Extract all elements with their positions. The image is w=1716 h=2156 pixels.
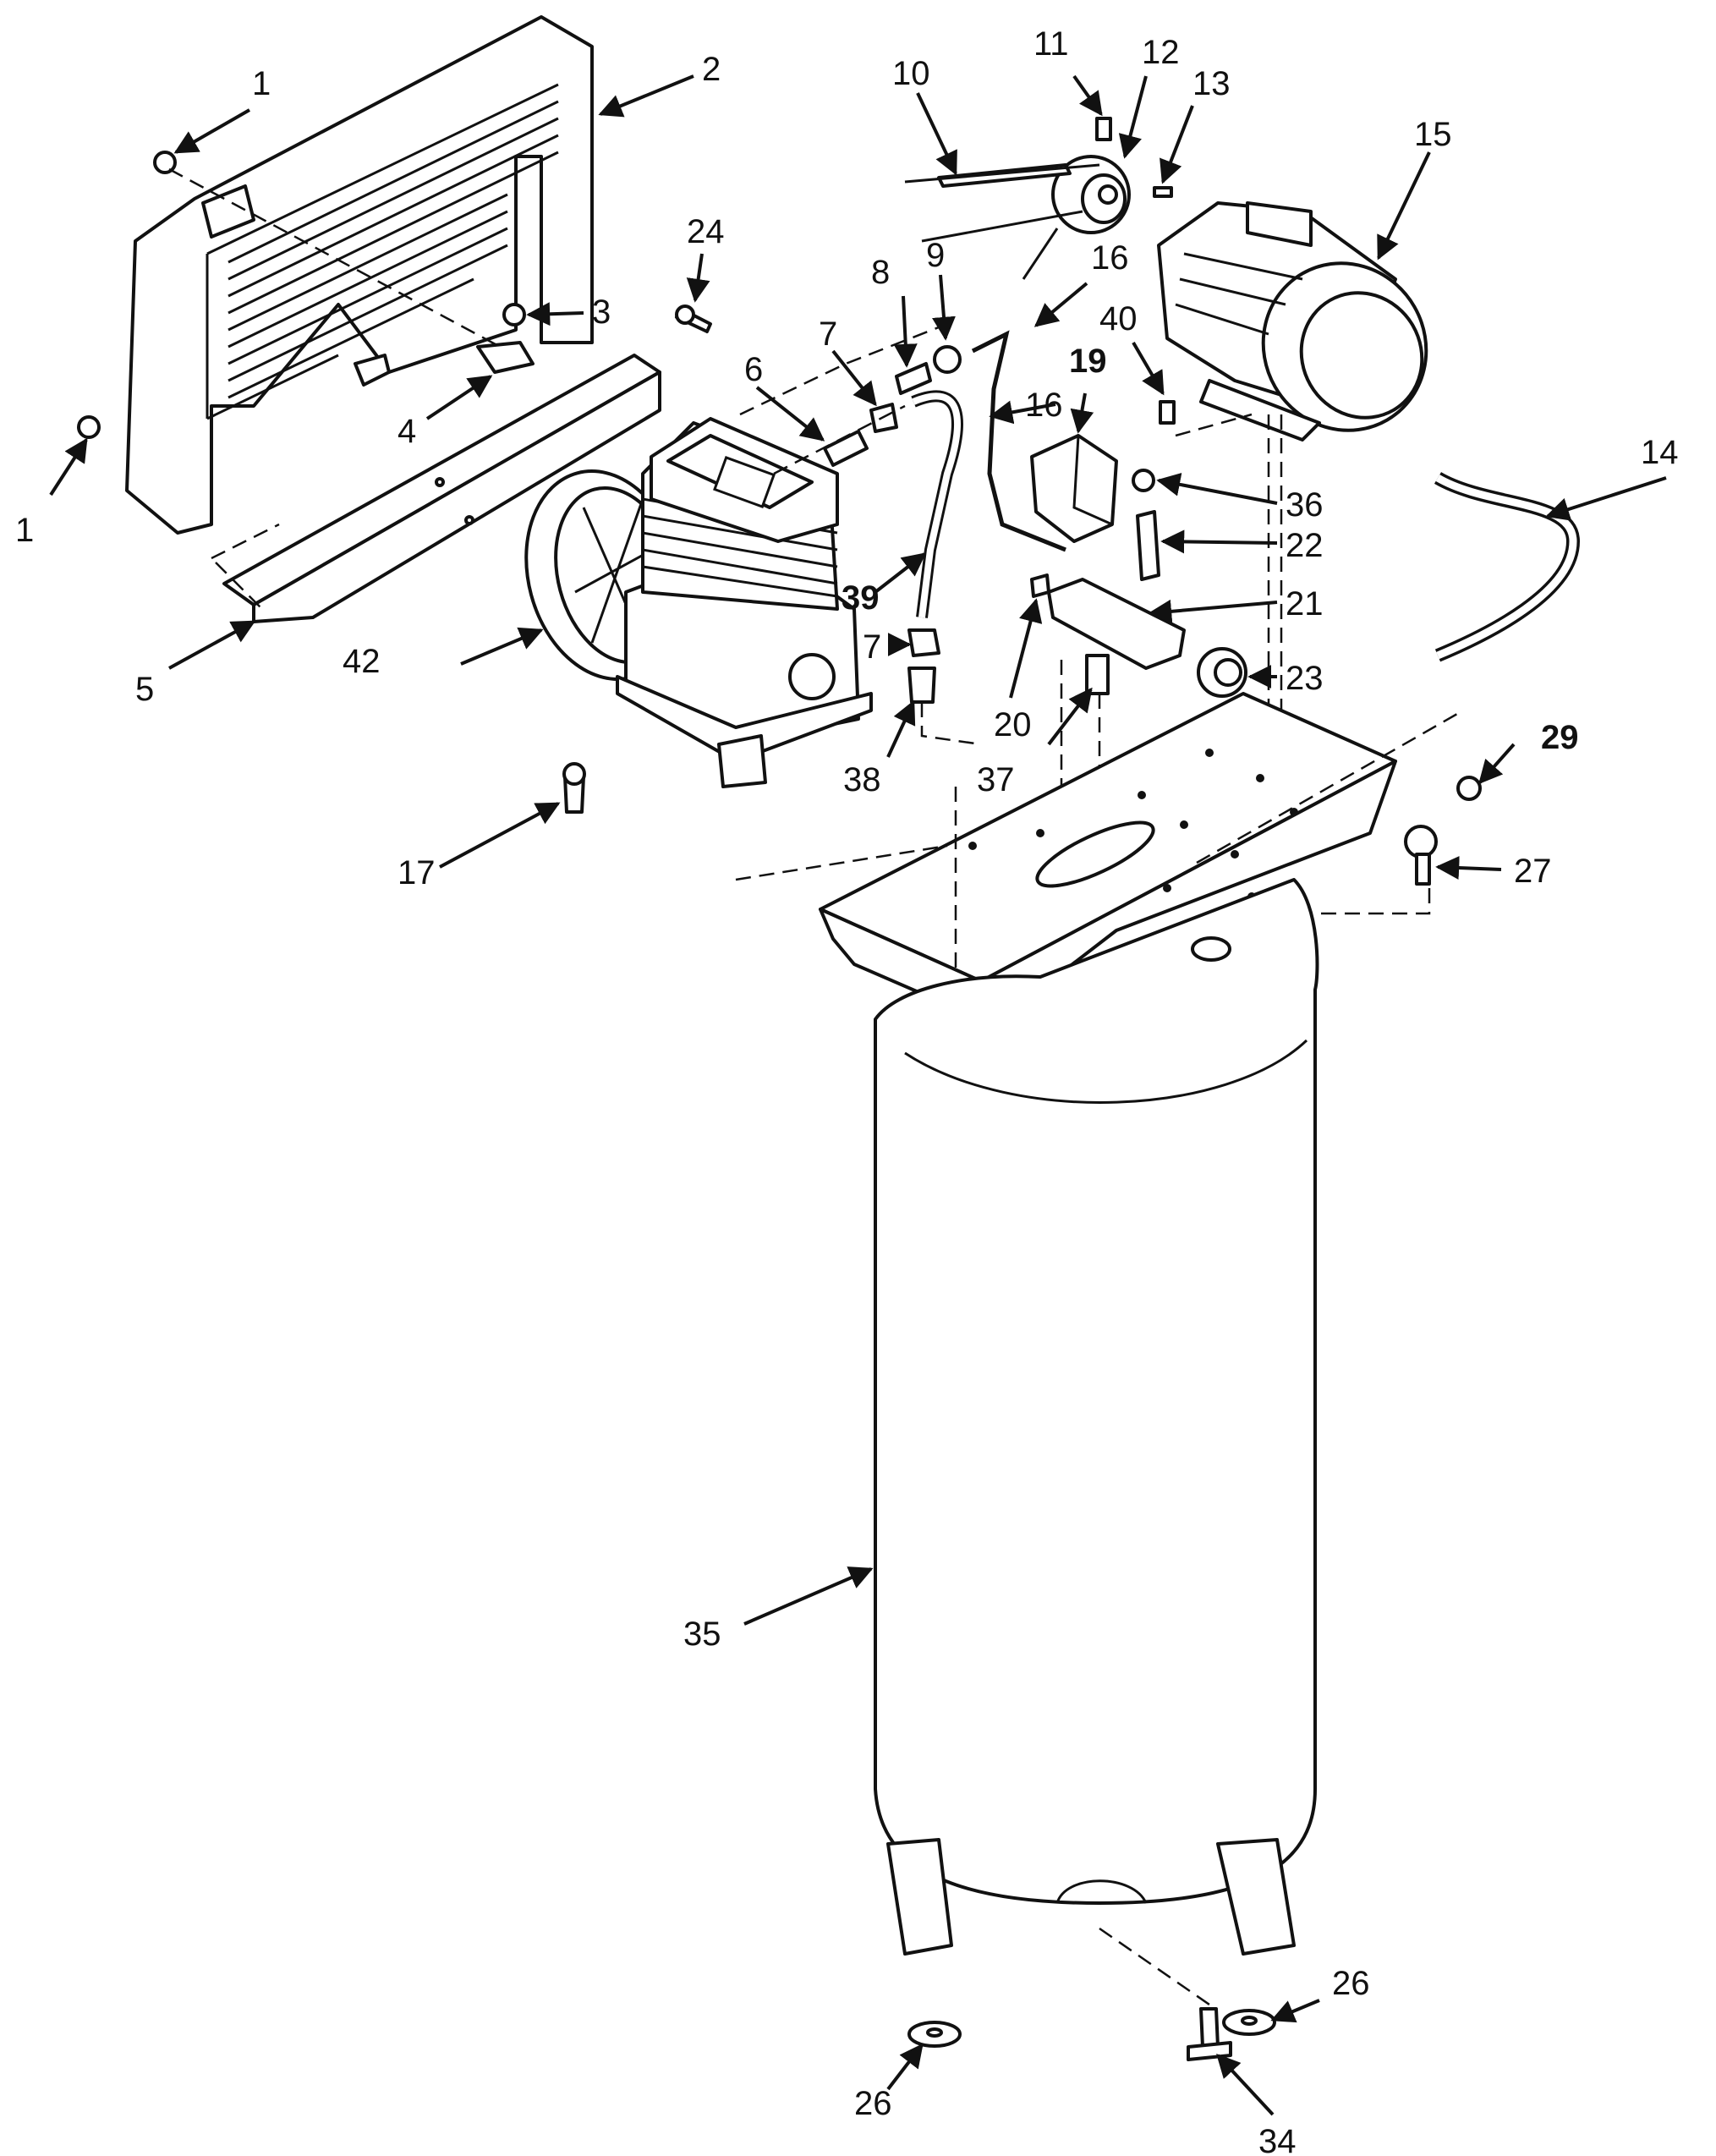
callout-34: 34: [1258, 2123, 1297, 2156]
callout-27: 27: [1514, 853, 1552, 890]
nut-3: [502, 303, 526, 326]
bolt-17: [562, 762, 586, 814]
washer-26-right: [1222, 2009, 1276, 2036]
callout-29: 29: [1541, 719, 1579, 756]
safety-valve-27: [1404, 825, 1438, 886]
callout-24: 24: [687, 213, 725, 250]
callout-16-upper: 16: [1091, 239, 1129, 277]
nipple-37: [1085, 654, 1110, 695]
fitting-38: [907, 667, 936, 704]
callout-17: 17: [397, 854, 436, 891]
callout-8: 8: [871, 254, 890, 291]
callout-21: 21: [1286, 585, 1324, 623]
fitting-8: [895, 362, 932, 395]
callout-39: 39: [842, 579, 880, 617]
callout-13: 13: [1192, 65, 1231, 102]
callout-3: 3: [592, 294, 611, 331]
callout-40: 40: [1099, 300, 1138, 337]
screw-24: [675, 304, 712, 333]
callout-37: 37: [977, 761, 1015, 798]
setscrew-11: [1095, 117, 1112, 141]
callout-16-lower: 16: [1025, 387, 1063, 424]
unloader-tube-16: [971, 330, 1066, 552]
callout-12: 12: [1142, 34, 1180, 71]
callout-5: 5: [135, 671, 154, 708]
callout-26-right: 26: [1332, 1965, 1370, 2002]
callout-9: 9: [926, 237, 945, 274]
callout-14: 14: [1641, 434, 1679, 471]
callout-11: 11: [1033, 25, 1069, 63]
fitting-36: [1132, 469, 1155, 492]
callout-22: 22: [1286, 527, 1324, 564]
callout-4: 4: [397, 413, 416, 450]
compressor-pump: [524, 417, 873, 788]
air-tank: [874, 878, 1319, 1956]
callout-23: 23: [1286, 660, 1324, 697]
washer-26-left: [907, 2021, 962, 2048]
screw-1-top: [153, 151, 177, 174]
callout-1-top: 1: [252, 65, 271, 102]
callout-7-top: 7: [819, 315, 837, 353]
callout-42: 42: [343, 643, 381, 680]
electric-motor: [1157, 201, 1428, 442]
drain-valve-34: [1187, 2007, 1232, 2061]
callout-15: 15: [1414, 116, 1452, 153]
manifold-21: [1047, 578, 1186, 670]
plug-20: [1030, 573, 1050, 598]
nut-7-lower: [907, 628, 940, 657]
key-13: [1153, 186, 1173, 198]
mounting-rail: [222, 354, 661, 623]
gauge-23: [1197, 647, 1247, 698]
bolt-40: [1159, 400, 1176, 425]
leader-lines: [49, 74, 1667, 2116]
callout-7-lower: 7: [863, 628, 881, 666]
callout-26-left: 26: [854, 2085, 892, 2122]
callout-36: 36: [1286, 486, 1324, 524]
nut-9: [933, 345, 962, 374]
discharge-tube-39: [911, 390, 963, 618]
callout-38: 38: [843, 761, 881, 798]
screw-1-left: [77, 415, 101, 439]
callout-2: 2: [702, 51, 721, 88]
callout-6: 6: [744, 351, 763, 388]
valve-22: [1136, 510, 1160, 581]
callout-labels: 1 2 3 4 5 1 24 6 7 8 9 10 11 12 13 15 14…: [15, 25, 1679, 2156]
pulley-12: [1051, 155, 1131, 234]
callout-35: 35: [683, 1616, 721, 1653]
bracket-4: [476, 341, 535, 374]
callout-19: 19: [1069, 343, 1107, 380]
power-cord-14: [1434, 471, 1581, 662]
callout-1-left: 1: [15, 512, 34, 549]
belt-guard: [125, 15, 594, 535]
callout-20: 20: [994, 706, 1032, 743]
nut-29: [1456, 776, 1482, 801]
pressure-switch: [1030, 434, 1118, 543]
callout-10: 10: [892, 55, 930, 92]
